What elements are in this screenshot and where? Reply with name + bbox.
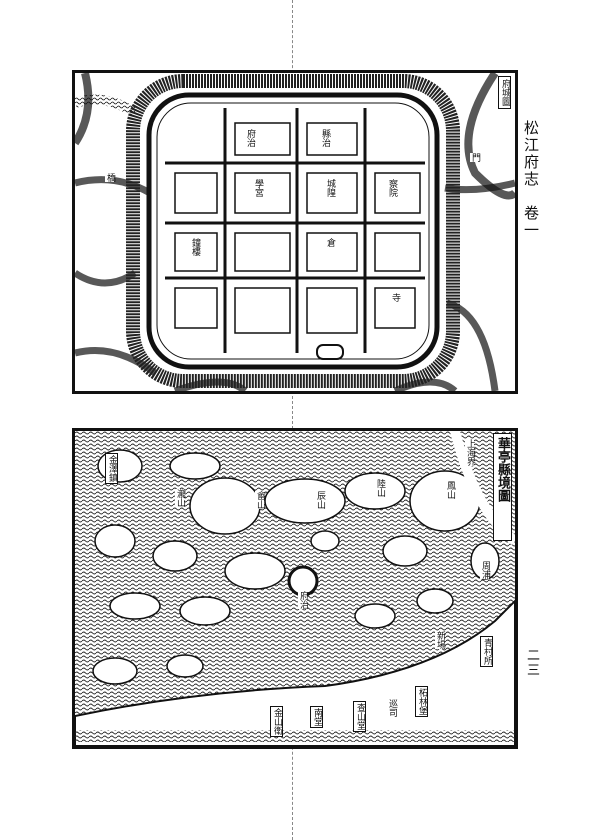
- map-label: 金澤鎮: [105, 453, 118, 484]
- city-map: 府城圖 府治 縣治 學宮 城隍 察院 鐘樓 倉 寺 橋 門: [72, 70, 518, 394]
- map-label: 青村所: [480, 636, 493, 667]
- map-label: 橋: [105, 173, 115, 182]
- volume-label: 卷一: [522, 205, 540, 239]
- map-label: 上海界: [465, 439, 475, 466]
- map-label: 瀧山: [175, 489, 185, 507]
- page-number: 二三: [524, 648, 539, 678]
- map-label: 金山衛: [270, 706, 283, 737]
- book-title: 松江府志: [522, 120, 540, 188]
- map-label: 學宮: [253, 179, 263, 197]
- map-label: 南堂: [310, 706, 323, 728]
- map-label: 查山堂: [353, 701, 366, 732]
- map-label: 畲山: [255, 491, 265, 509]
- map-label: 柘林堡: [415, 686, 428, 717]
- map-label: 鳳山: [445, 481, 455, 499]
- map-label: 縣治: [320, 129, 330, 147]
- map-label: 倉: [325, 238, 335, 247]
- map-label: 巡司: [387, 699, 397, 717]
- map-label: 新場: [435, 631, 445, 649]
- map-label: 寺: [390, 293, 400, 302]
- map-label: 鐘樓: [190, 238, 200, 256]
- county-map-drawing: [75, 431, 515, 746]
- center-fold-line: [292, 0, 294, 840]
- city-map-drawing: [75, 73, 515, 391]
- map-label: 府治: [298, 591, 308, 609]
- map-label: 辰山: [315, 491, 325, 509]
- map-label: 門: [470, 153, 480, 162]
- map-label: 陸山: [375, 479, 385, 497]
- county-map: 華亭縣境圖 上海界 金澤鎮 瀧山 鳳山 陸山 畲山 辰山 府治 南堂 金山衛 查…: [72, 428, 518, 749]
- map-label: 察院: [387, 179, 397, 197]
- map-label: 周浦: [480, 561, 490, 579]
- city-map-title: 府城圖: [498, 76, 511, 109]
- county-map-title: 華亭縣境圖: [493, 433, 512, 541]
- map-label: 府治: [245, 129, 255, 147]
- map-label: 城隍: [325, 179, 335, 197]
